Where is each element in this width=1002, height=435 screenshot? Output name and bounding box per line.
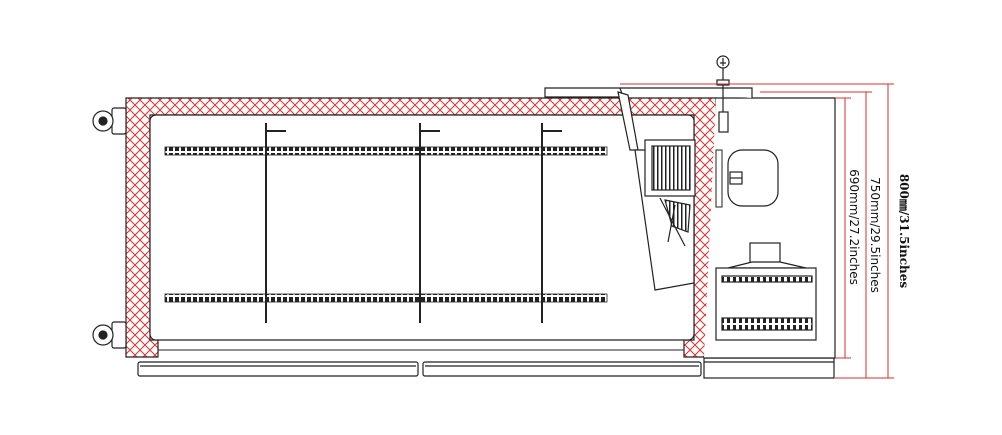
condenser-unit	[715, 242, 817, 341]
dimension-inner-label: 690mm/27.2inches	[847, 169, 861, 285]
shelf-supports	[265, 123, 562, 323]
dimension-lines	[620, 83, 894, 379]
power-plug-icon	[716, 55, 730, 133]
caster-upper	[92, 107, 127, 135]
shelf-upper	[164, 146, 608, 156]
shelf-lower	[164, 293, 608, 303]
compressor-icon	[727, 149, 779, 207]
dimension-middle-label: 750mm/29.5inches	[868, 177, 882, 293]
caster-lower	[92, 321, 127, 349]
condenser-side-panel	[715, 149, 723, 208]
base-plates	[137, 357, 835, 379]
evaporator-assembly	[544, 87, 696, 291]
dimension-outer-label: 800㎜/31.5inches	[897, 174, 911, 289]
